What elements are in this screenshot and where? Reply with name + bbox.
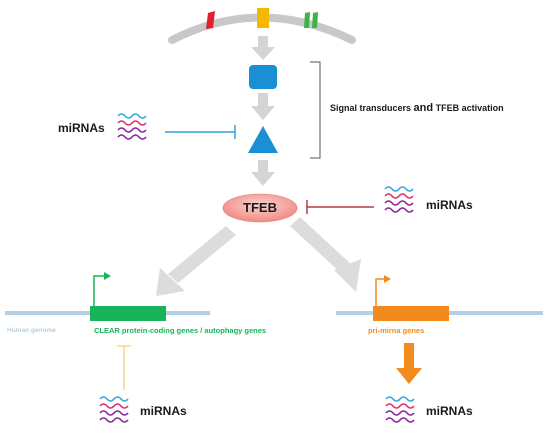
clear-promoter-arrow <box>93 275 106 306</box>
human-genome-label: Human genome <box>7 327 56 334</box>
mirna-waves-icon <box>384 186 414 213</box>
transducer-square <box>249 65 277 89</box>
primirna-promoter-arrowhead <box>384 275 391 283</box>
receptor-green-b <box>312 12 318 28</box>
primirna-gene-block <box>373 306 449 321</box>
mirna-label-left: miRNAs <box>58 121 105 135</box>
signal-bracket <box>310 61 321 159</box>
tfeb-ellipse <box>222 193 298 223</box>
arrow-primirna-to-mirna <box>396 343 422 384</box>
inhibit-mirna-triangle <box>165 125 236 139</box>
arrow-square-to-triangle <box>251 93 275 120</box>
clear-promoter-arrowhead <box>104 272 111 280</box>
receptor-red <box>206 11 215 29</box>
signal-transducers-label: Signal transducers and TFEB activation <box>330 102 504 114</box>
inhibit-mirna-clear <box>117 345 131 390</box>
pri-mirna-genes-label: pri-mirna genes <box>368 326 425 335</box>
mirna-label-bottom-left: miRNAs <box>140 404 187 418</box>
clear-genes-label: CLEAR protein-coding genes / autophagy g… <box>94 326 267 335</box>
transducer-triangle <box>248 126 278 153</box>
mirna-waves-icon <box>117 113 147 140</box>
mirna-waves-icon <box>99 396 129 423</box>
arrow-receptor-to-transducer <box>251 36 275 60</box>
primirna-promoter-arrow <box>375 278 386 306</box>
arrow-tfeb-to-clear <box>156 226 236 296</box>
inhibit-mirna-tfeb <box>306 200 374 214</box>
receptor-yellow <box>257 8 269 28</box>
mirna-waves-icon <box>385 396 415 423</box>
tfeb-label: TFEB <box>243 200 277 215</box>
arrow-tfeb-to-primirna <box>290 217 361 292</box>
mirna-label-bottom-right: miRNAs <box>426 404 473 418</box>
arrow-triangle-to-tfeb <box>251 160 275 186</box>
receptor-green-a <box>304 12 310 28</box>
mirna-label-right: miRNAs <box>426 198 473 212</box>
clear-gene-block <box>90 306 166 321</box>
